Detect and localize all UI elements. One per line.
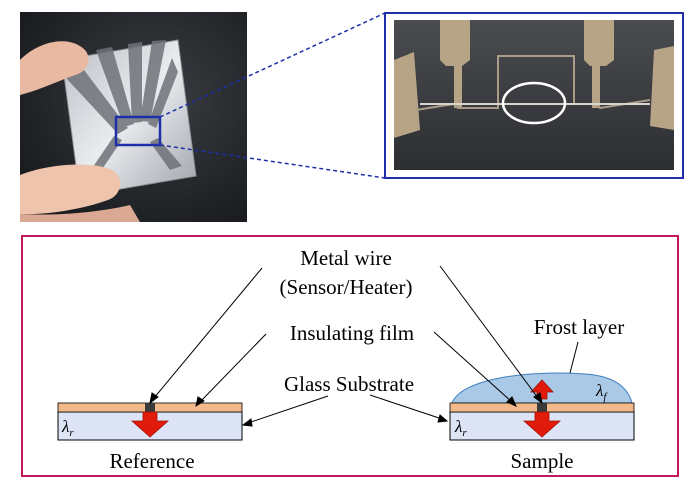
reference-stack: λr [57, 402, 243, 441]
sample-metal-wire [537, 403, 547, 412]
sample-stack: λr λf [449, 372, 635, 441]
frost-layer-label: Frost layer [534, 315, 624, 339]
metal-wire-label: Metal wire [300, 246, 392, 270]
sensor-chip-photo [20, 12, 247, 222]
zoom-connector-top [159, 12, 386, 118]
zoom-marker-box [114, 115, 162, 147]
reference-lambda-label: λr [61, 417, 74, 439]
zoom-connector-bottom [159, 144, 386, 179]
reference-heat-arrow [130, 411, 170, 438]
sample-caption: Sample [511, 449, 574, 473]
leader-lines [149, 265, 579, 427]
reference-caption: Reference [109, 449, 194, 473]
reference-metal-wire [145, 403, 155, 412]
wire-highlight-ellipse [501, 81, 567, 125]
sensor-heater-label: (Sensor/Heater) [280, 275, 413, 299]
sample-lambda-r-label: λr [454, 417, 467, 439]
sample-heat-arrow-down [522, 411, 562, 438]
glass-substrate-label: Glass Substrate [284, 372, 414, 396]
insulating-film-label: Insulating film [290, 321, 414, 345]
frost-lambda-f-label: λf [595, 381, 608, 403]
micrograph-photo [384, 12, 684, 179]
sample-heat-arrow-up [530, 379, 554, 400]
